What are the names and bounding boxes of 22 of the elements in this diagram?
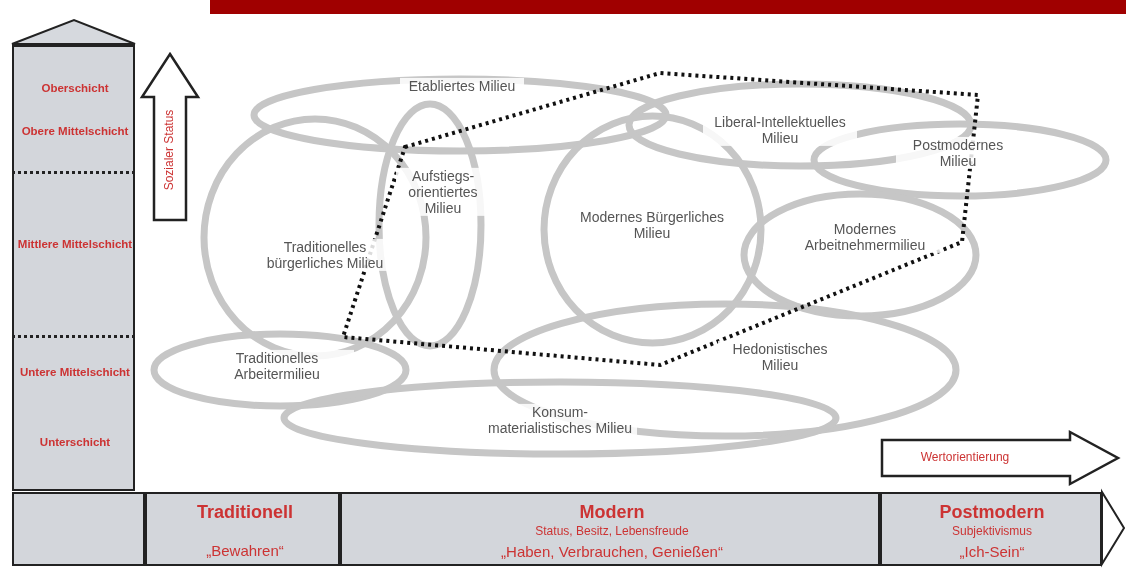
- class-label: Mittlere Mittelschicht: [17, 238, 133, 252]
- subtitle: Status, Besitz, Lebensfreude: [535, 525, 689, 539]
- table-cell: [880, 492, 1102, 566]
- axis-label: Sozialer Status: [163, 109, 177, 191]
- class-label: Obere Mittelschicht: [20, 125, 130, 139]
- subtitle: Subjektivismus: [952, 525, 1032, 539]
- milieu-label: Liberal-Intellektuelles Milieu: [703, 113, 857, 147]
- axis-label: Wertorientierung: [920, 451, 1010, 465]
- class-label: Oberschicht: [40, 82, 110, 96]
- column-heading: Modern: [579, 501, 645, 523]
- table-cell: [340, 492, 880, 566]
- class-label: Untere Mittelschicht: [19, 366, 131, 380]
- motto: „Ich-Sein“: [959, 543, 1025, 561]
- class-label: Unterschicht: [38, 436, 112, 450]
- motto: „Haben, Verbrauchen, Genießen“: [501, 543, 723, 561]
- motto: „Bewahren“: [206, 542, 284, 560]
- class-band: [12, 45, 135, 171]
- table-cell: [145, 492, 340, 566]
- column-heading: Postmodern: [939, 501, 1045, 523]
- column-heading: Traditionell: [197, 501, 293, 523]
- class-band: [12, 335, 135, 491]
- table-cell: [12, 492, 145, 566]
